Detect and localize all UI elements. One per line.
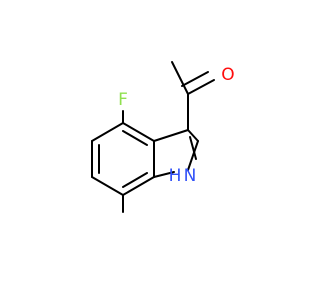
bond-cho-h	[171, 61, 189, 95]
bond-c2-n1	[187, 140, 199, 171]
bond-c3a-c3	[153, 129, 189, 142]
bond-c3a-c4	[122, 122, 155, 142]
molecule-structure: F O H N	[91, 61, 235, 213]
bond-c3-c2	[187, 129, 199, 142]
oxygen-label: O	[221, 65, 234, 85]
bond-c7-c7a-inner	[122, 172, 148, 188]
bond-cho-o	[187, 79, 215, 95]
bond-n1-c7a	[153, 171, 175, 178]
molecule-canvas: F O H N	[91, 61, 235, 213]
bond-c3-c2-inner	[189, 136, 197, 160]
bond-c3a-c4-inner	[122, 130, 148, 146]
nitrogen-label: N	[184, 166, 197, 186]
bond-c7-c7a	[122, 176, 155, 196]
nitrogen-h-label: H	[169, 166, 182, 186]
fluorine-label: F	[118, 90, 128, 110]
bond-c4-c5	[91, 122, 124, 142]
bond-cho-o-inner	[181, 71, 209, 87]
bond-c6-c7	[91, 176, 124, 196]
